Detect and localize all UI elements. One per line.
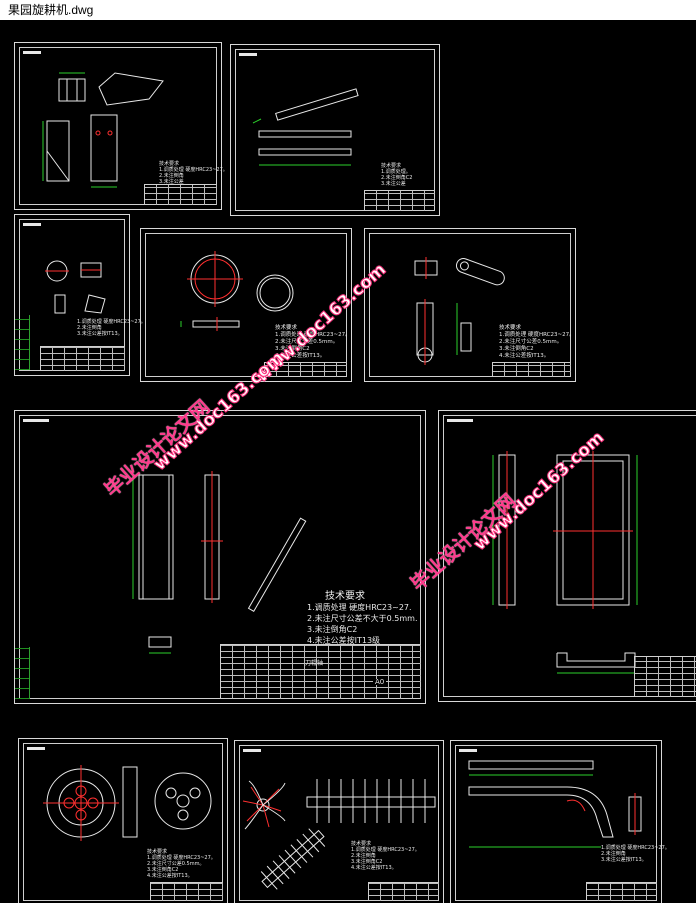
tech-notes: 技术要求 1.调质处理 硬度HRC23~27。 2.未注尺寸公差0.5mm。 3… [275,325,351,359]
tech-notes: 技术要求 1.调质处理 硬度HRC23~27。 2.未注倒角 3.未注倒角C2 … [351,841,420,871]
tech-notes: 技术要求 1.调质处理。 2.未注倒角C2 3.未注公差 [381,163,413,187]
tech-notes: 1.调质处理 硬度HRC23~27。 2.未注倒角 3.未注公差按IT13。 [601,845,670,863]
drawing-sheet-2[interactable]: 技术要求 1.调质处理。 2.未注倒角C2 3.未注公差 [230,44,440,216]
tech-notes: 1.调质处理 硬度HRC23~27。 2.未注倒角 3.未注公差按IT13。 [77,319,146,337]
drawing-sheet-8[interactable]: 技术要求 1.调质处理 硬度HRC23~27。 2.未注尺寸公差0.5mm。 3… [18,738,228,903]
revision-column [15,647,30,699]
tech-notes: 技术要求 1.调质处理 硬度HRC23~27。 2.未注尺寸公差0.5mm。 3… [499,325,575,359]
title-block [264,362,347,377]
sheet-tag [243,749,261,752]
flange-views [43,765,212,841]
title-block [586,882,657,901]
drawing-sheet-6[interactable]: 技术要求 1.调质处理 硬度HRC23~27. 2.未注尺寸公差不大于0.5mm… [14,410,426,704]
drawing-sheet-10[interactable]: 1.调质处理 硬度HRC23~27。 2.未注倒角 3.未注公差按IT13。 [450,740,670,903]
drawing-sheet-4[interactable]: 技术要求 1.调质处理 硬度HRC23~27。 2.未注尺寸公差0.5mm。 3… [140,228,352,382]
shaft-views [252,88,359,166]
bracket-views [414,257,505,365]
tech-notes: 技术要求 1.调质处理 硬度HRC23~27。 2.未注尺寸公差0.5mm。 3… [147,849,216,879]
sheet-tag [23,223,41,226]
title-block [220,644,421,699]
drawing-sheet-9[interactable]: 技术要求 1.调质处理 硬度HRC23~27。 2.未注倒角 3.未注倒角C2 … [234,740,444,903]
window-title: 果园旋耕机.dwg [0,0,696,20]
title-block-drawing-no: A0 [373,678,387,686]
drawing-sheet-7[interactable] [438,410,696,702]
drawing-sheet-1[interactable]: 技术要求 1.调质处理 硬度HRC23~27。 2.未注倒角 3.未注公差 [14,42,228,210]
roller-shaft-views [132,471,307,654]
blade-roller-views [242,779,436,890]
title-block [492,362,571,377]
revision-column [15,315,30,370]
sheet-tag [23,51,41,54]
part-views [45,260,106,314]
title-block [40,346,125,371]
ring-views [180,251,294,331]
cover-views [468,760,642,848]
sheet-tag [27,747,45,750]
title-block [364,190,435,211]
title-block [144,184,217,205]
sheet-tag [459,749,477,752]
title-block [368,882,439,901]
tech-notes: 技术要求 1.调质处理 硬度HRC23~27. 2.未注尺寸公差不大于0.5mm… [307,591,418,645]
title-block [634,656,696,697]
drawing-sheet-3[interactable]: 1.调质处理 硬度HRC23~27。 2.未注倒角 3.未注公差按IT13。 [14,214,146,376]
title-block [150,882,223,901]
drawing-sheet-5[interactable]: 技术要求 1.调质处理 硬度HRC23~27。 2.未注尺寸公差0.5mm。 3… [364,228,576,382]
part-views [42,72,164,188]
sheet-tag [239,53,257,56]
sheet-tag [447,419,473,422]
sheet-tag [23,419,49,422]
frame-views [492,451,638,674]
drawing-canvas[interactable]: 技术要求 1.调质处理 硬度HRC23~27。 2.未注倒角 3.未注公差 技术… [0,20,696,903]
tech-notes: 技术要求 1.调质处理 硬度HRC23~27。 2.未注倒角 3.未注公差 [159,161,228,185]
title-block-part-name: 刀辊轴 [305,660,324,667]
